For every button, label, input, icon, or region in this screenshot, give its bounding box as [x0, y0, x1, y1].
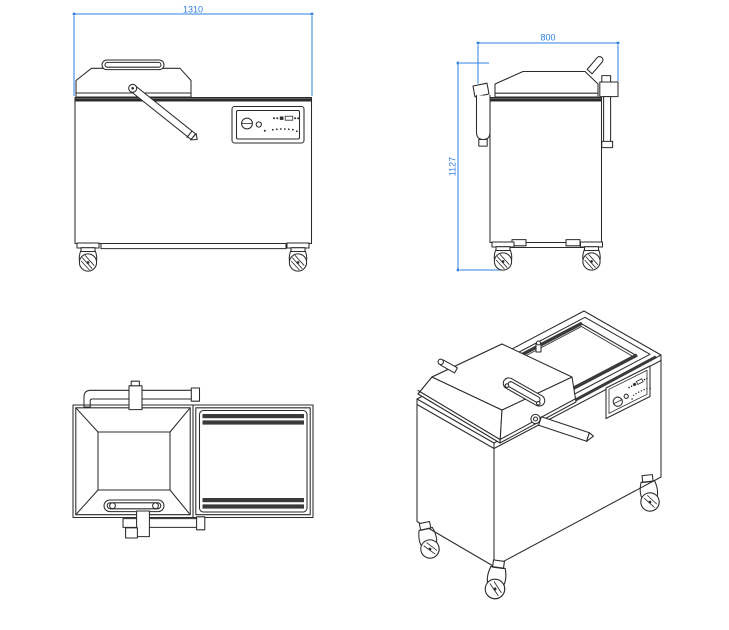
panel-button-row	[271, 128, 298, 133]
dim-terminator	[72, 12, 76, 16]
isometric-view	[414, 310, 662, 601]
side-lid	[494, 70, 599, 98]
caster-wheel	[483, 558, 510, 601]
dim-terminator	[456, 268, 460, 272]
iso-lever-pivot	[530, 413, 541, 425]
side-height-label: 1127	[448, 157, 458, 176]
iso-lid	[417, 343, 577, 444]
panel-knob	[255, 121, 262, 128]
side-width-label: 800	[540, 33, 555, 43]
side-lever-stub	[586, 56, 604, 75]
front-body	[74, 96, 313, 245]
side-view: 800 1127	[448, 33, 620, 272]
front-lid	[75, 59, 192, 98]
front-base	[76, 242, 310, 272]
front-view: 1310	[72, 4, 314, 272]
caster-wheel	[76, 242, 100, 272]
seal-bar	[202, 504, 304, 509]
dim-terminator	[476, 41, 480, 45]
front-lid-handle	[101, 59, 165, 71]
top-hinge-upper	[83, 380, 201, 411]
seal-bar	[202, 498, 304, 503]
panel-indicator-cluster	[273, 115, 300, 121]
caster-wheel	[579, 241, 604, 271]
side-hinge-left	[472, 82, 491, 147]
side-body	[489, 96, 603, 244]
dim-terminator	[456, 61, 460, 65]
dim-terminator	[616, 41, 620, 45]
iso-lever	[530, 413, 594, 442]
panel-knob	[623, 393, 629, 399]
vacuum-gauge	[612, 396, 623, 407]
top-view	[72, 380, 314, 539]
seal-bar	[202, 420, 304, 425]
front-control-panel	[231, 105, 305, 144]
front-width-dimension: 1310	[72, 4, 314, 96]
top-chamber	[192, 404, 314, 519]
front-width-label: 1310	[183, 4, 203, 14]
caster-wheel	[286, 242, 310, 272]
iso-lid-handle	[502, 377, 546, 407]
side-base	[491, 239, 604, 271]
top-hinge-lower	[122, 510, 206, 539]
side-width-dimension: 800	[476, 33, 620, 84]
vacuum-gauge	[241, 117, 253, 130]
iso-control-panel	[605, 365, 652, 420]
top-lid-handle	[103, 499, 165, 513]
front-lever	[128, 83, 198, 141]
iso-lid-knob	[437, 358, 458, 374]
side-height-dimension: 1127	[448, 61, 502, 272]
top-lid	[72, 404, 194, 519]
side-hinge-right	[599, 75, 619, 149]
seal-bar	[202, 414, 304, 419]
dim-terminator	[310, 12, 314, 16]
caster-wheel	[491, 241, 515, 271]
